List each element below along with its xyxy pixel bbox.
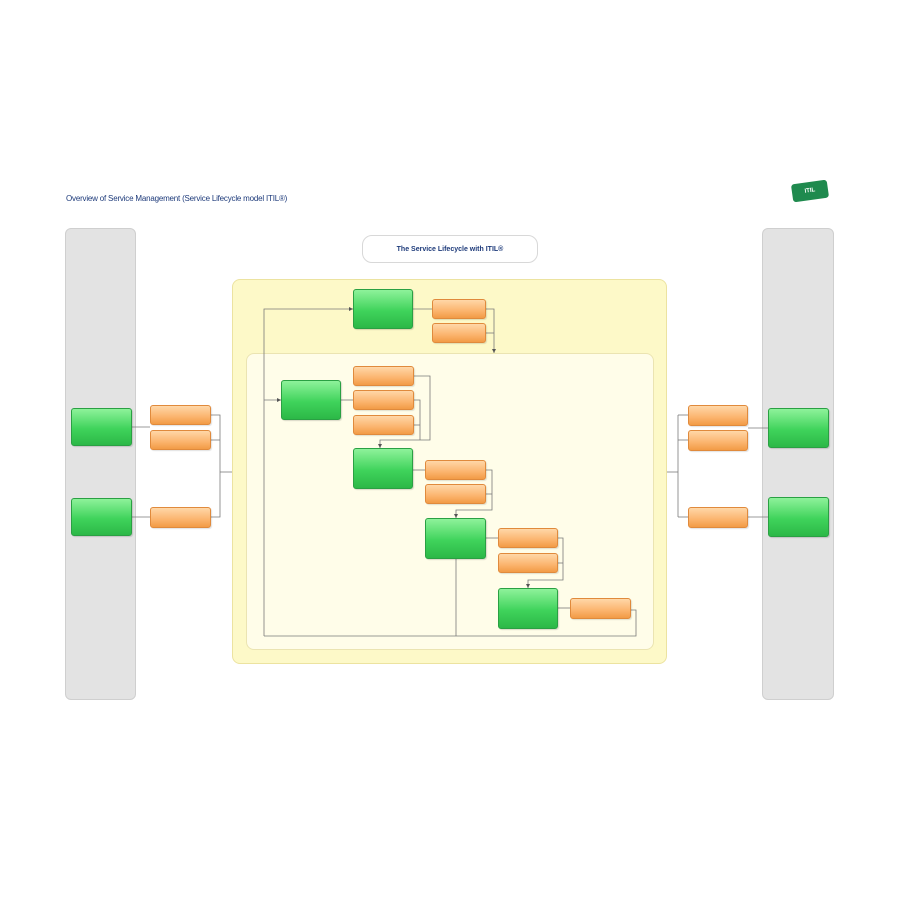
- left-swimlane: [65, 228, 136, 700]
- left-process-box-1: [71, 408, 132, 446]
- transition-subprocess-2: [425, 484, 486, 504]
- document-title: Overview of Service Management (Service …: [66, 194, 288, 203]
- design-subprocess-2: [353, 390, 414, 410]
- design-subprocess-3: [353, 415, 414, 435]
- right-subprocess-2: [688, 430, 748, 451]
- left-subprocess-1: [150, 405, 211, 425]
- diagram-title: The Service Lifecycle with ITIL®: [362, 235, 538, 263]
- continual-improvement-box: [498, 588, 558, 629]
- left-subprocess-2: [150, 430, 211, 450]
- right-subprocess-1: [688, 405, 748, 426]
- right-process-box-1: [768, 408, 829, 448]
- operation-subprocess-2: [498, 553, 558, 573]
- service-transition-box: [353, 448, 413, 489]
- right-process-box-2: [768, 497, 829, 537]
- design-subprocess-1: [353, 366, 414, 386]
- service-strategy-box: [353, 289, 413, 329]
- service-operation-box: [425, 518, 486, 559]
- operation-subprocess-1: [498, 528, 558, 548]
- left-subprocess-3: [150, 507, 211, 528]
- left-process-box-2: [71, 498, 132, 536]
- strategy-subprocess-2: [432, 323, 486, 343]
- right-swimlane: [762, 228, 834, 700]
- right-subprocess-3: [688, 507, 748, 528]
- transition-subprocess-1: [425, 460, 486, 480]
- strategy-subprocess-1: [432, 299, 486, 319]
- improvement-subprocess-1: [570, 598, 631, 619]
- service-design-box: [281, 380, 341, 420]
